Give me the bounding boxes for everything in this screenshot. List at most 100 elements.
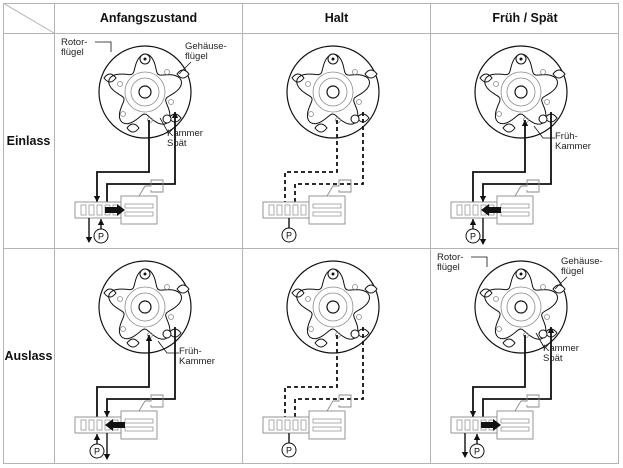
label-kammer-spaet: Kammer Spät [543,343,579,364]
oil-hole [540,284,546,290]
oil-hole [168,99,174,105]
valve-connector [514,394,540,412]
plug [538,329,548,339]
valve-land [80,204,87,216]
pump-circle [93,228,109,244]
pump-circle [465,228,481,244]
pump-circle [469,443,485,459]
oil-passage-line [472,120,526,202]
solenoid-coil [312,418,342,424]
solenoid-coil [124,418,154,424]
solenoid-coil [124,426,154,432]
oil-passage-line [482,112,552,202]
oil-hole [493,296,499,302]
arrow-head [97,219,105,225]
valve-body [262,201,310,219]
arrow-head [547,327,555,333]
drain-arrow [479,239,487,245]
arrow-head [93,434,101,440]
column-header-frueh-spaet: Früh / Spät [492,11,558,25]
housing-notch [356,113,370,123]
spool-direction-arrow [105,204,125,216]
valve-land [80,419,87,431]
oil-hole [496,111,502,117]
arrow-head [469,411,477,417]
label-gehaeusefluegel: Gehäuse- flügel [185,41,227,62]
housing-notch [356,328,370,338]
cam-phaser-icon [98,260,192,354]
oil-hole [117,81,123,87]
rotor-vanes [296,53,371,125]
oil-hole [356,314,362,320]
diagram-canvas: P [74,260,192,460]
oil-pump-icon: P [465,228,481,244]
rotor-vanes [108,53,183,125]
arrow-head [521,120,529,126]
diagram-canvas: P [450,45,568,245]
valve-land [456,204,463,216]
lock-pin-center [519,272,523,276]
solenoid-coil [312,203,342,209]
pump-label: P [94,447,100,457]
housing-notch [126,123,140,133]
oil-hole [356,99,362,105]
diagram-canvas: P [450,256,568,459]
oil-hole [544,99,550,105]
oil-hole [117,296,123,302]
oil-pump-icon: P [281,227,297,243]
solenoid-coil [500,211,530,217]
center-bolt [326,85,340,99]
oil-hole [352,284,358,290]
spool-direction-arrow [481,419,501,431]
housing-notch [314,123,328,133]
valve-connector [138,394,164,412]
oil-hole [308,111,314,117]
row-divider [3,33,619,34]
leader-line [95,41,112,52]
leader-line [533,125,555,139]
table-border [3,3,619,464]
spool-direction-arrow [481,204,501,216]
rotor-inner-ring [130,77,160,107]
plug [538,114,548,124]
oil-hole [120,111,126,117]
oil-hole [335,117,341,123]
plug [350,114,360,124]
leader-line [535,332,546,350]
solenoid-body [496,410,534,440]
solenoid-coil [500,418,530,424]
rotor-inner-ring [130,292,160,322]
valve-land [96,419,103,431]
diagram-canvas: P [262,260,380,458]
valve-land [300,204,307,216]
oil-passage-line [472,335,526,417]
label-gehaeusefluegel: Gehäuse- flügel [561,256,603,277]
valve-connector [326,179,352,197]
oil-control-valve-icon [450,179,540,225]
rotor-hub-ring [124,71,166,113]
solenoid-coil [124,203,154,209]
column-header-anfangszustand: Anfangszustand [99,11,198,25]
plug [162,329,172,339]
center-bolt [138,300,152,314]
solenoid-coil [312,211,342,217]
arrow-head [93,196,101,202]
leader-line [157,340,179,354]
leader-line [554,276,568,290]
pump-label: P [98,232,104,242]
oil-hole [120,326,126,332]
drain-arrow [85,237,93,243]
valve-land [300,419,307,431]
housing-notch [126,338,140,348]
cam-phaser-icon [286,260,380,354]
row-header-auslass: Auslass [4,349,53,363]
oil-passage-line [106,327,176,417]
valve-land [464,204,471,216]
column-header-halt: Halt [324,11,349,25]
oil-passage-line [294,112,364,202]
label-rotorfluegel: Rotor- flügel [61,37,88,58]
lock-pin-center [519,57,523,61]
arrow-head [473,434,481,440]
oil-hole [305,81,311,87]
